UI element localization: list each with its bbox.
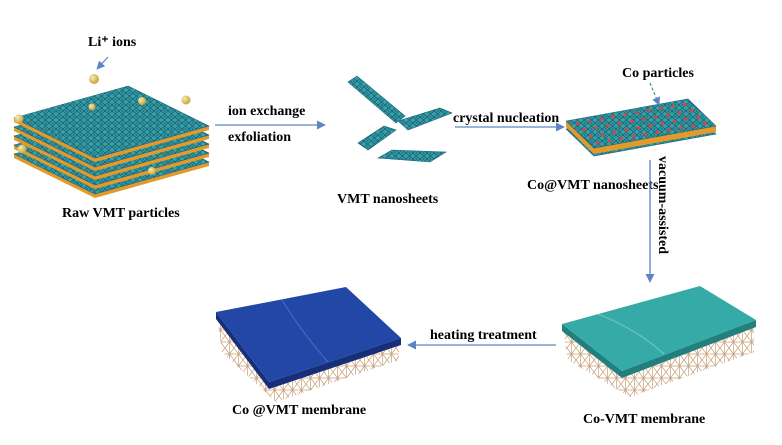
membrane-sheet [216, 287, 401, 382]
co-particle [683, 102, 687, 106]
li-ion-sphere [181, 95, 191, 105]
co-particle [575, 121, 579, 126]
raw-vmt-particle-stack [13, 85, 210, 199]
co-particle [696, 115, 700, 119]
membrane-sheet [562, 286, 756, 371]
co-particle [703, 121, 707, 126]
co-particle-grid [575, 102, 707, 145]
co-particle [618, 121, 622, 126]
ion-exchange-label: ion exchange [228, 104, 305, 119]
co-vmt-membrane [562, 286, 756, 397]
co-particle [659, 106, 663, 111]
co-particle [594, 126, 598, 130]
crystal-nucleation-label: crystal nucleation [453, 111, 559, 126]
nanosheet-flake [397, 107, 453, 131]
li-ions-pointer-arrow [96, 56, 109, 70]
co-particle [600, 132, 605, 136]
nanosheet-flake [357, 125, 397, 151]
nanosheet-flake [377, 149, 447, 163]
li-ion-sphere [138, 97, 146, 105]
vmt-nanosheets-label: VMT nanosheets [337, 192, 439, 207]
membrane-crease [597, 313, 665, 355]
co-particle [612, 130, 617, 134]
vmt-nanosheets [347, 75, 453, 163]
li-ion-sphere [148, 167, 156, 175]
co-particle [691, 124, 695, 128]
co-particle [635, 111, 639, 115]
co-particle [679, 126, 683, 130]
co-particle [595, 141, 600, 145]
membrane-edge [216, 312, 401, 389]
co-particle [684, 117, 688, 121]
co-particle [672, 119, 677, 124]
co-at-vmt-membrane [216, 287, 401, 402]
co-particle [689, 108, 694, 113]
co-particle [606, 123, 610, 128]
co-particle [671, 104, 675, 108]
co-particle [630, 119, 634, 124]
co-particle [655, 130, 659, 134]
co-vmt-membrane-label: Co-VMT membrane [583, 412, 705, 427]
li-ion-sphere [88, 103, 96, 111]
scaffold-mesh [218, 322, 399, 402]
membrane-edge [562, 320, 756, 378]
li-ion-sphere [14, 114, 24, 124]
raw-vmt-particles-label: Raw VMT particles [62, 206, 180, 221]
co-particle [611, 115, 615, 119]
li-ion-sphere [17, 144, 27, 154]
nanosheet-flake [347, 75, 406, 124]
co-particle [642, 117, 646, 121]
co-particle [667, 128, 671, 132]
co-particles-label: Co particles [622, 66, 694, 81]
co-particle [582, 128, 586, 132]
co-particle [631, 134, 635, 139]
co-particle [654, 115, 658, 119]
li-ion-sphere [89, 74, 99, 84]
co-vmt-nanosheet-slab [565, 98, 717, 157]
co-vmt-nanosheets-label: Co@VMT nanosheets [527, 178, 659, 193]
co-particle [636, 126, 641, 130]
co-particles-callout-arrow [649, 82, 661, 106]
co-particle [666, 113, 670, 117]
heating-treatment-label: heating treatment [430, 328, 537, 343]
co-particle [607, 139, 612, 143]
slab-top-layer [565, 98, 717, 149]
co-particle [624, 128, 629, 132]
vacuum-assisted-label: vacuum-assisted [655, 156, 670, 254]
scaffold-mesh [563, 326, 754, 397]
co-particle [677, 111, 682, 115]
co-particle [587, 119, 591, 124]
li-ion-spheres [14, 74, 191, 175]
co-particle [589, 134, 593, 139]
membrane-crease [281, 299, 329, 363]
co-particle [648, 123, 653, 128]
exfoliation-label: exfoliation [228, 130, 291, 145]
co-particle [660, 121, 665, 126]
co-particle [619, 136, 623, 141]
co-particle [643, 132, 647, 136]
li-ions-label: Li⁺ ions [88, 35, 137, 50]
co-particle [647, 108, 651, 113]
co-at-vmt-membrane-label: Co @VMT membrane [232, 403, 366, 418]
co-particle [599, 117, 603, 121]
co-particle [623, 113, 627, 117]
